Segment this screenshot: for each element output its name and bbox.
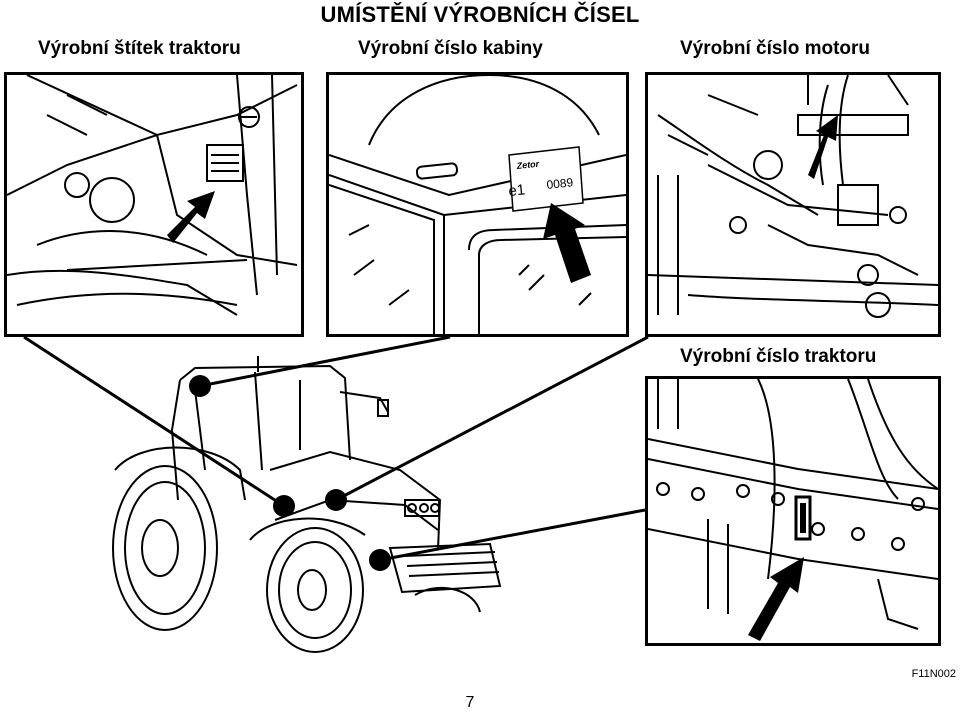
caption-cabin-number: Výrobní číslo kabiny <box>358 38 543 59</box>
panel-tractor-number <box>645 376 941 646</box>
tractor-number-illustration <box>648 379 938 641</box>
marker-plate <box>273 495 295 517</box>
arrow-icon <box>748 557 804 641</box>
caption-tractor-plate: Výrobní štítek traktoru <box>38 38 241 59</box>
cabin-label-brand: Zetor <box>515 159 540 171</box>
knob-shape <box>89 177 135 223</box>
marker-engine <box>325 489 347 511</box>
caption-engine-number: Výrobní číslo motoru <box>680 38 871 59</box>
arrow-icon <box>808 115 838 179</box>
marker-cabin <box>189 375 211 397</box>
panel-engine-number <box>645 72 941 337</box>
arrow-icon <box>167 191 215 243</box>
rear-wheel-shape <box>112 465 218 631</box>
location-markers <box>189 375 391 571</box>
cabin-label: Zetor e1 0089 <box>508 146 584 212</box>
marker-frame <box>369 549 391 571</box>
caption-tractor-number: Výrobní číslo traktoru <box>680 346 877 367</box>
tractor-drawing <box>112 356 502 653</box>
panel-cabin-number: Zetor e1 0089 <box>326 72 629 337</box>
page-title: UMÍSTĚNÍ VÝROBNÍCH ČÍSEL <box>320 2 640 27</box>
front-wheel-shape <box>266 527 364 653</box>
page-number: 7 <box>465 694 475 711</box>
cabin-label-mark: e1 <box>508 181 526 200</box>
figure-code: F11N002 <box>911 668 956 680</box>
tractor-plate-illustration <box>7 75 298 316</box>
cabin-label-serial: 0089 <box>546 175 574 192</box>
engine-number-illustration <box>648 75 938 318</box>
cabin-number-illustration: Zetor e1 0089 <box>329 75 626 334</box>
arrow-icon <box>543 203 591 283</box>
panel-tractor-plate <box>4 72 304 337</box>
